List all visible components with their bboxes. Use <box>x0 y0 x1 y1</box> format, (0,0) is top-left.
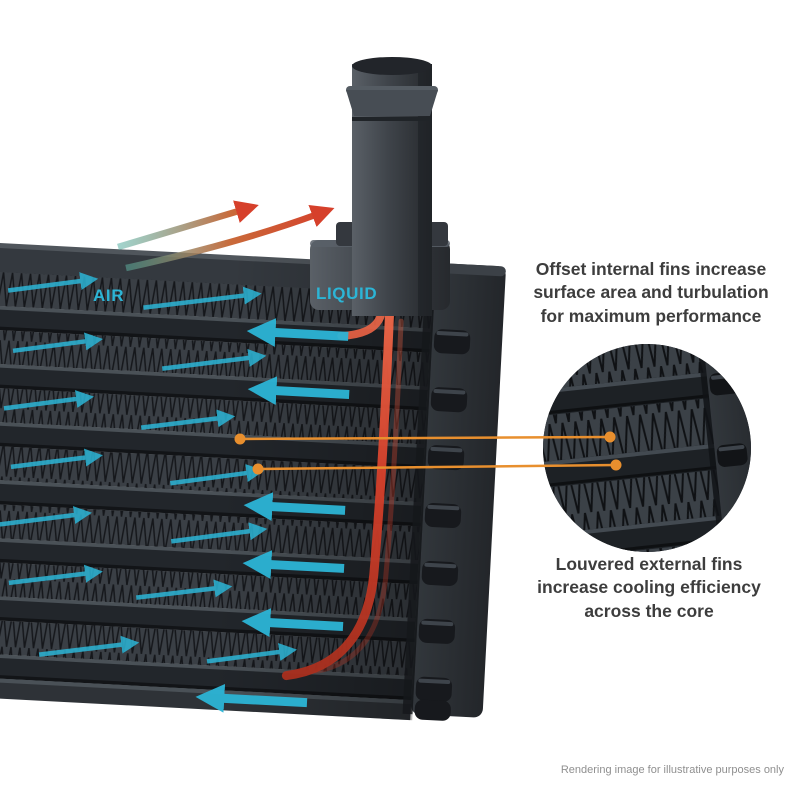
air-flow-arrows <box>0 272 298 664</box>
inlet-fitting <box>310 57 450 316</box>
callout-dot <box>604 431 616 443</box>
fin-callout-lines <box>234 431 622 475</box>
liquid-flow-label: LIQUID <box>316 284 378 303</box>
annotation-line: surface area and turbulation <box>533 282 769 303</box>
annotation-line: for maximum performance <box>540 305 762 326</box>
callout-dot <box>252 463 264 475</box>
annotation-line: Offset internal fins increase <box>535 259 767 279</box>
annotation-line: across the core <box>584 600 714 621</box>
heated-air-arrows <box>117 200 335 272</box>
callout-dot <box>610 459 622 471</box>
end-tank <box>410 262 506 718</box>
fitting-top-opening <box>352 57 432 75</box>
disclaimer-text: Rendering image for illustrative purpose… <box>560 764 784 776</box>
annotation-line: Louvered external fins <box>555 554 743 574</box>
liquid-flow-arrows <box>195 318 350 713</box>
annotation-internal-fins: Offset internal fins increase surface ar… <box>500 258 800 328</box>
air-flow-label: AIR <box>93 286 125 305</box>
annotation-external-fins: Louvered external fins increase cooling … <box>500 553 798 623</box>
annotation-line: increase cooling efficiency <box>537 577 761 598</box>
callout-dot <box>234 433 246 445</box>
tube-end-joints <box>402 268 471 721</box>
